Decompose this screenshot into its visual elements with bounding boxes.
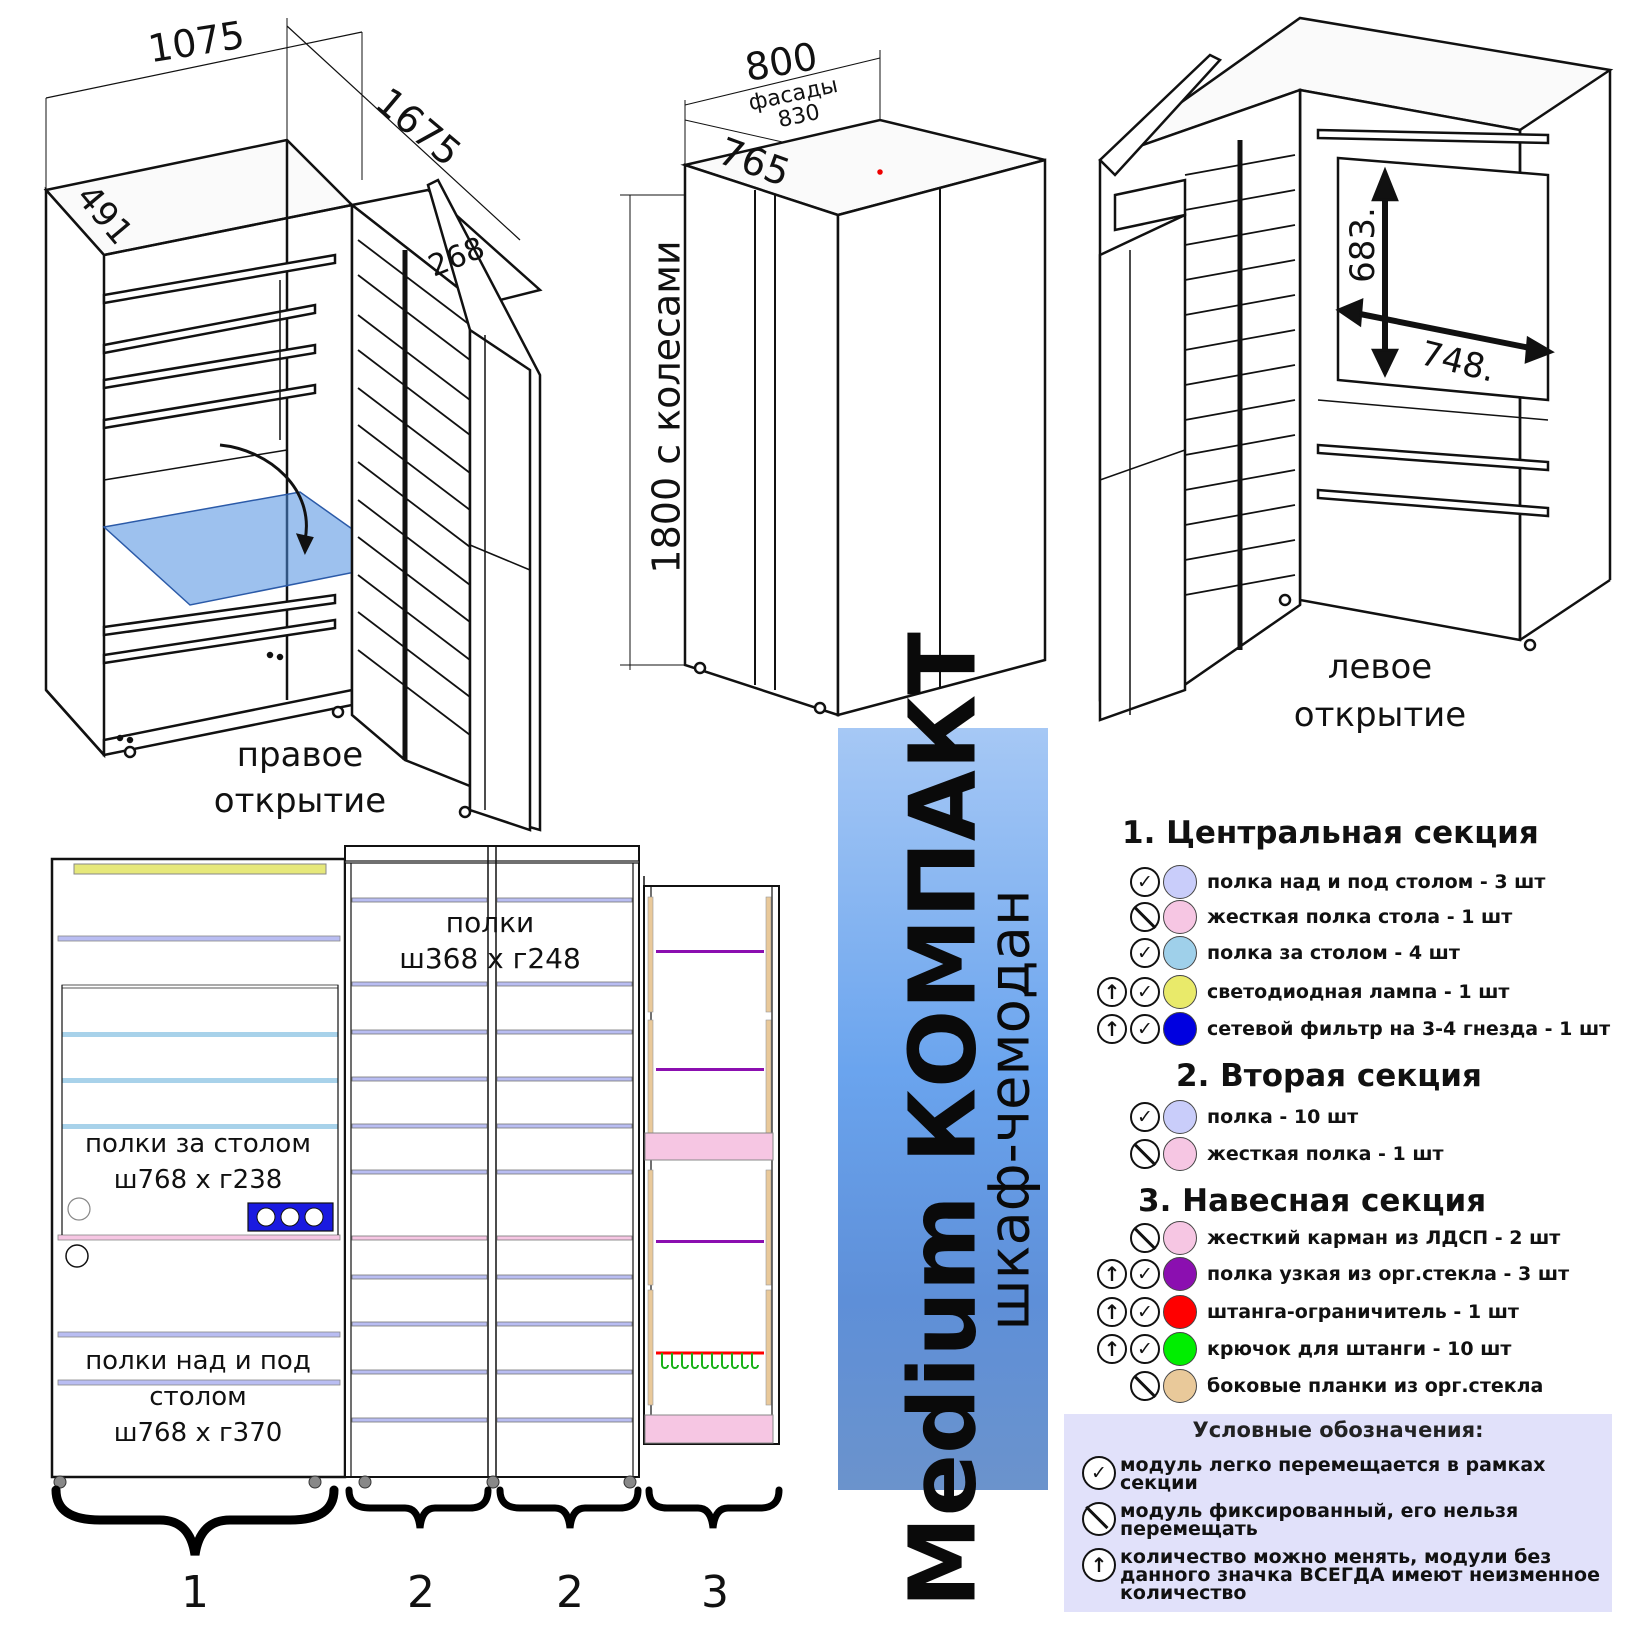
legend-item-icons: ✓ [1083, 865, 1197, 899]
section-number-3: 3 [701, 1567, 729, 1618]
color-swatch [1163, 1221, 1197, 1255]
legend-item: жесткая полка - 1 шт [1083, 1137, 1444, 1171]
check-icon: ✓ [1130, 1334, 1160, 1364]
check-icon: ✓ [1130, 938, 1160, 968]
color-swatch [1163, 900, 1197, 934]
notes-title: Условные обозначения: [1192, 1418, 1484, 1442]
check-icon: ✓ [1130, 1297, 1160, 1327]
right-opening-label: правое открытие [213, 735, 387, 821]
check-icon: ✓ [1082, 1456, 1116, 1490]
color-swatch [1163, 1137, 1197, 1171]
left-opening-view [1098, 16, 1614, 722]
color-swatch [1163, 1295, 1197, 1329]
arrow-up-icon: ↑ [1097, 977, 1127, 1007]
note-fixed-text: модуль фиксированный, его нельзя перемещ… [1120, 1500, 1519, 1540]
check-icon: ✓ [1130, 1014, 1160, 1044]
note-fixed: модуль фиксированный, его нельзя перемещ… [1082, 1500, 1610, 1540]
dim-height: 1800 с колесами [644, 240, 689, 574]
legend-item-label: крючок для штанги - 10 шт [1207, 1338, 1512, 1360]
symbols-notes: Условные обозначения: ✓ модуль легко пер… [1064, 1414, 1612, 1612]
legend-item-label: полка узкая из орг.стекла - 3 шт [1207, 1263, 1570, 1285]
right-opening-view [43, 18, 543, 832]
ban-icon [1130, 1223, 1160, 1253]
front-view [50, 845, 783, 1556]
behind-desk-shelves-label: полки за столом ш768 х г238 [85, 1129, 311, 1195]
note-quantity-text: количество можно менять, модули без данн… [1120, 1546, 1600, 1604]
check-icon: ✓ [1130, 1259, 1160, 1289]
color-swatch [1163, 1012, 1197, 1046]
arrow-up-icon: ↑ [1097, 1334, 1127, 1364]
legend-item-label: полка за столом - 4 шт [1207, 942, 1460, 964]
note-movable-text: модуль легко перемещается в рамках секци… [1120, 1454, 1546, 1494]
legend-item-icons: ↑✓ [1083, 975, 1197, 1009]
legend-item-label: светодиодная лампа - 1 шт [1207, 981, 1510, 1003]
legend-item-icons: ↑✓ [1083, 1332, 1197, 1366]
legend-section-heading: 1. Центральная секция [1122, 815, 1539, 851]
legend-item-label: жесткий карман из ЛДСП - 2 шт [1207, 1227, 1561, 1249]
color-swatch [1163, 936, 1197, 970]
legend-item: ↑✓ полка узкая из орг.стекла - 3 шт [1083, 1257, 1569, 1291]
desk-shelves-label: полки над и под столом ш768 х г370 [85, 1346, 311, 1448]
check-icon: ✓ [1130, 1102, 1160, 1132]
color-swatch [1163, 1332, 1197, 1366]
arrow-up-icon: ↑ [1082, 1548, 1116, 1582]
legend-item: ✓ полка над и под столом - 3 шт [1083, 865, 1545, 899]
color-swatch [1163, 1100, 1197, 1134]
note-quantity: ↑ количество можно менять, модули без да… [1082, 1546, 1610, 1604]
legend-item: ↑✓ штанга-ограничитель - 1 шт [1083, 1295, 1519, 1329]
legend-item: ↑✓ крючок для штанги - 10 шт [1083, 1332, 1511, 1366]
legend-item: ↑✓ сетевой фильтр на 3-4 гнезда - 1 шт [1083, 1012, 1610, 1046]
legend-item-icons: ↑✓ [1083, 1257, 1197, 1291]
legend-item-icons: ✓ [1083, 936, 1197, 970]
check-icon: ✓ [1130, 867, 1160, 897]
legend-item-label: сетевой фильтр на 3-4 гнезда - 1 шт [1207, 1018, 1611, 1040]
legend-item: жесткий карман из ЛДСП - 2 шт [1083, 1221, 1560, 1255]
ban-icon [1082, 1502, 1116, 1536]
legend-item-icons [1083, 1221, 1197, 1255]
section-number-1: 1 [181, 1567, 209, 1618]
legend-section-heading: 3. Навесная секция [1138, 1183, 1487, 1219]
product-subtitle: шкаф-чемодан [977, 889, 1043, 1331]
color-swatch [1163, 865, 1197, 899]
note-movable: ✓ модуль легко перемещается в рамках сек… [1082, 1454, 1610, 1494]
dim-hang-height: 683. [1342, 207, 1383, 283]
legend-item-icons [1083, 1369, 1197, 1403]
legend-item-label: жесткая полка - 1 шт [1207, 1143, 1444, 1165]
legend-item-icons: ↑✓ [1083, 1295, 1197, 1329]
legend-item-icons: ↑✓ [1083, 1012, 1197, 1046]
legend-item-icons [1083, 900, 1197, 934]
legend-item: боковые планки из орг.стекла [1083, 1369, 1543, 1403]
section-number-2a: 2 [407, 1567, 435, 1618]
title-band [838, 728, 1048, 1490]
legend-section-heading: 2. Вторая секция [1176, 1058, 1482, 1094]
legend-item-label: боковые планки из орг.стекла [1207, 1375, 1544, 1397]
legend-item-label: полка - 10 шт [1207, 1106, 1359, 1128]
closed-view [620, 50, 1047, 717]
legend-item-icons: ✓ [1083, 1100, 1197, 1134]
legend-item-label: штанга-ограничитель - 1 шт [1207, 1301, 1519, 1323]
legend-item: ✓ полка - 10 шт [1083, 1100, 1358, 1134]
arrow-up-icon: ↑ [1097, 1259, 1127, 1289]
legend-item: ↑✓ светодиодная лампа - 1 шт [1083, 975, 1509, 1009]
section2-shelves-label: полки ш368 х г248 [399, 906, 581, 975]
legend-item-icons [1083, 1137, 1197, 1171]
legend-item-label: жесткая полка стола - 1 шт [1207, 906, 1513, 928]
legend-item: ✓ полка за столом - 4 шт [1083, 936, 1460, 970]
color-swatch [1163, 1257, 1197, 1291]
color-swatch [1163, 1369, 1197, 1403]
ban-icon [1130, 1139, 1160, 1169]
ban-icon [1130, 1371, 1160, 1401]
legend-item-label: полка над и под столом - 3 шт [1207, 871, 1546, 893]
ban-icon [1130, 902, 1160, 932]
section-number-2b: 2 [556, 1567, 584, 1618]
check-icon: ✓ [1130, 977, 1160, 1007]
arrow-up-icon: ↑ [1097, 1014, 1127, 1044]
color-swatch [1163, 975, 1197, 1009]
legend-item: жесткая полка стола - 1 шт [1083, 900, 1512, 934]
arrow-up-icon: ↑ [1097, 1297, 1127, 1327]
left-opening-label: левое открытие [1293, 647, 1467, 735]
